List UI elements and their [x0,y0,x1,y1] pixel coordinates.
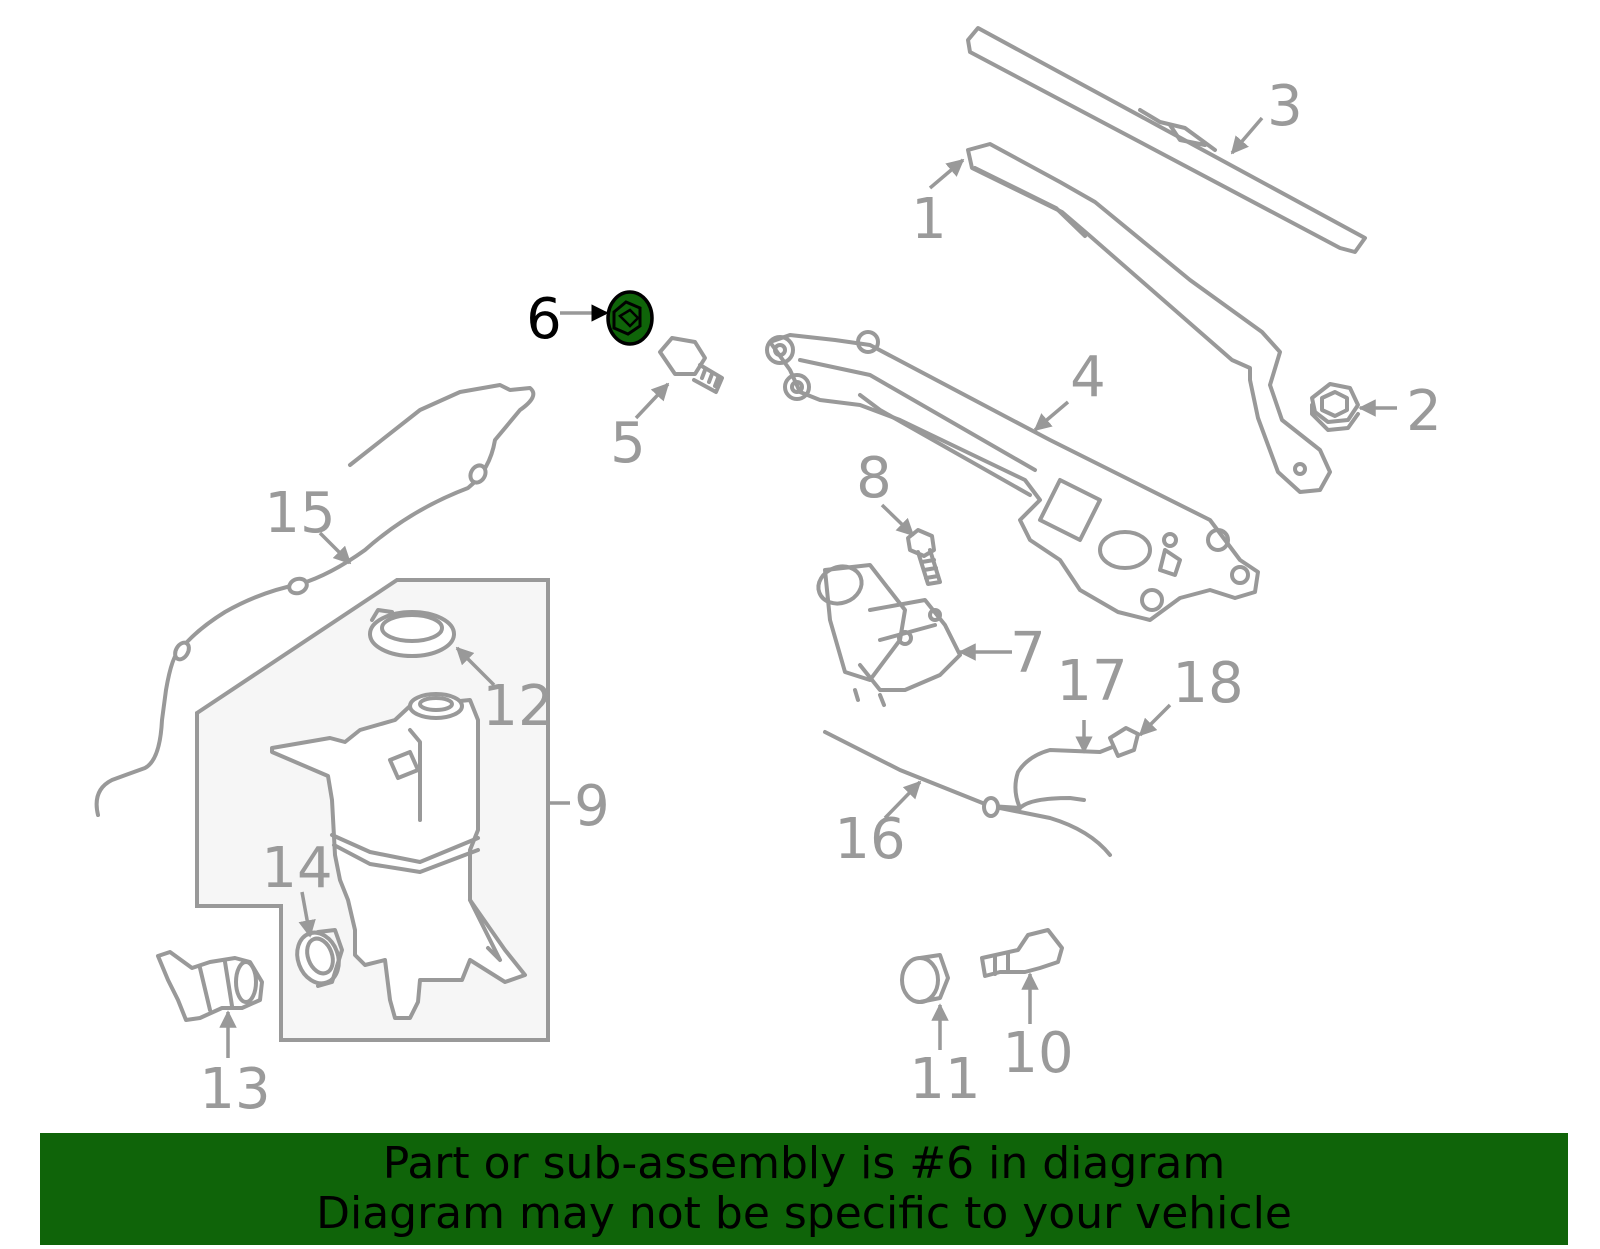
callout-7: 7 [1010,621,1046,686]
callout-16: 16 [834,807,905,872]
info-banner: Part or sub-assembly is #6 in diagram Di… [40,1133,1568,1245]
plug-part [900,953,950,1004]
banner-line-1: Part or sub-assembly is #6 in diagram [382,1138,1226,1189]
callout-10: 10 [1002,1021,1073,1086]
callout-3: 3 [1267,74,1303,139]
callout-12: 12 [482,674,553,739]
highlighted-nut-part [606,290,654,346]
wiper-linkage-part [765,330,1260,622]
callout-4: 4 [1070,345,1106,410]
leader-lines [219,116,1397,1058]
callout-8: 8 [856,446,892,511]
reservoir-cap-part [368,608,456,658]
washer-pump-part [156,950,264,1022]
callout-labels: 1 2 3 4 5 6 7 8 9 10 11 12 13 14 15 16 1… [199,74,1441,1122]
arm-nut-part [1310,382,1360,432]
callout-15: 15 [264,481,335,546]
callout-9: 9 [574,774,610,839]
callout-2: 2 [1406,379,1442,444]
motor-bolt-part [906,528,942,586]
callout-18: 18 [1172,651,1243,716]
wiper-blade-part [966,26,1367,254]
callout-1: 1 [911,187,947,252]
callout-11: 11 [909,1047,980,1112]
washer-tank-part [270,692,527,1020]
callout-5: 5 [610,411,646,476]
wiper-motor-part [816,563,962,707]
washer-nozzle-part [980,928,1064,978]
wiper-arm-part [966,142,1332,494]
linkage-bolt-part [658,336,724,394]
washer-hose-part [94,383,536,817]
callout-14: 14 [261,836,332,901]
nozzle-hose-part [823,726,1140,857]
callout-6: 6 [526,287,562,352]
callout-13: 13 [199,1057,270,1122]
banner-line-2: Diagram may not be specific to your vehi… [316,1188,1292,1239]
callout-17: 17 [1056,649,1127,714]
